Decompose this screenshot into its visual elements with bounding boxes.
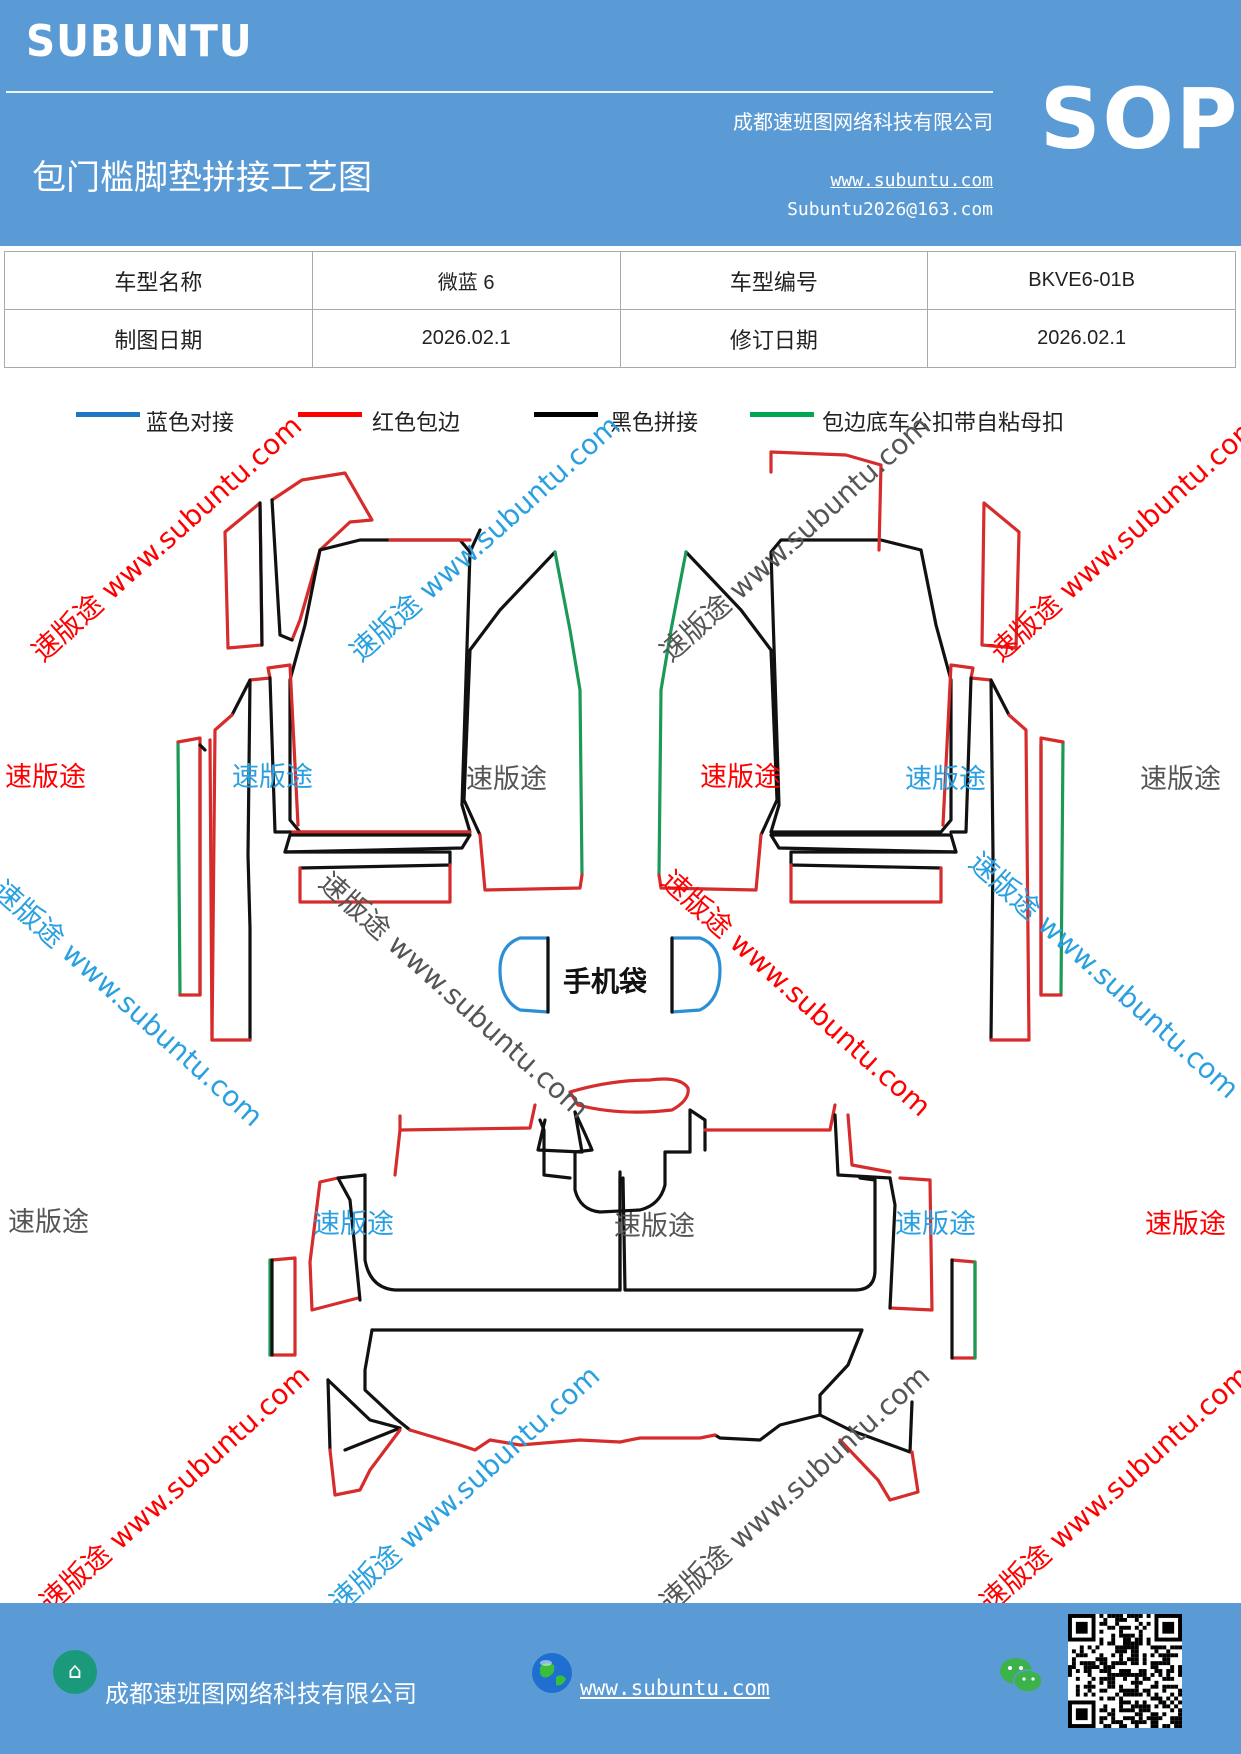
revision-date-label: 修订日期 xyxy=(619,309,929,368)
footer-website-link[interactable]: www.subuntu.com xyxy=(580,1676,770,1700)
model-name-label: 车型名称 xyxy=(4,251,313,310)
header-company: 成都速班图网络科技有限公司 xyxy=(733,110,993,134)
rear-mats xyxy=(268,1077,977,1502)
legend-label: 包边底车公扣带自粘母扣 xyxy=(822,411,1065,436)
draw-date-label: 制图日期 xyxy=(4,309,313,368)
legend-label: 黑色拼接 xyxy=(610,411,699,436)
legend-label: 蓝色对接 xyxy=(146,411,235,436)
front-right-mats xyxy=(657,450,1065,1042)
globe-icon xyxy=(532,1653,572,1693)
revision-date-value: 2026.02.1 xyxy=(927,309,1236,368)
table-row: 车型名称 微蓝 6 车型编号 BKVE6-01B xyxy=(4,251,1236,310)
legend-label: 红色包边 xyxy=(372,411,461,436)
footer-banner: ⌂ 成都速班图网络科技有限公司 www.subuntu.com xyxy=(0,1603,1241,1754)
company-icon: ⌂ xyxy=(53,1650,97,1694)
footer-company: 成都速班图网络科技有限公司 xyxy=(105,1680,417,1708)
legend-swatch-blue xyxy=(76,412,140,417)
legend-swatch-black xyxy=(534,412,598,417)
legend-swatch-red xyxy=(298,412,362,417)
model-code-value: BKVE6-01B xyxy=(927,251,1236,310)
wechat-icon[interactable] xyxy=(998,1655,1044,1697)
qr-code xyxy=(1068,1614,1182,1728)
header-banner: SUBUNTU 成都速班图网络科技有限公司 包门槛脚垫拼接工艺图 www.sub… xyxy=(0,0,1241,246)
model-code-label: 车型编号 xyxy=(619,251,929,310)
model-name-value: 微蓝 6 xyxy=(311,251,621,310)
draw-date-value: 2026.02.1 xyxy=(311,309,621,368)
header-email: Subuntu2026@163.com xyxy=(787,199,993,220)
header-website-link[interactable]: www.subuntu.com xyxy=(830,170,993,191)
floor-mat-diagram xyxy=(176,450,1065,1502)
phone-bag xyxy=(498,936,722,1014)
legend-swatch-green xyxy=(750,412,814,417)
phone-bag-label: 手机袋 xyxy=(563,965,648,998)
table-row: 制图日期 2026.02.1 修订日期 2026.02.1 xyxy=(4,309,1236,368)
info-table: 车型名称 微蓝 6 车型编号 BKVE6-01B 制图日期 2026.02.1 … xyxy=(4,251,1236,368)
page-title: 包门槛脚垫拼接工艺图 xyxy=(32,158,372,198)
front-left-mats xyxy=(176,471,584,1042)
header-divider xyxy=(6,91,993,93)
sop-badge: SOP xyxy=(1040,70,1240,168)
brand-logo: SUBUNTU xyxy=(26,16,253,67)
